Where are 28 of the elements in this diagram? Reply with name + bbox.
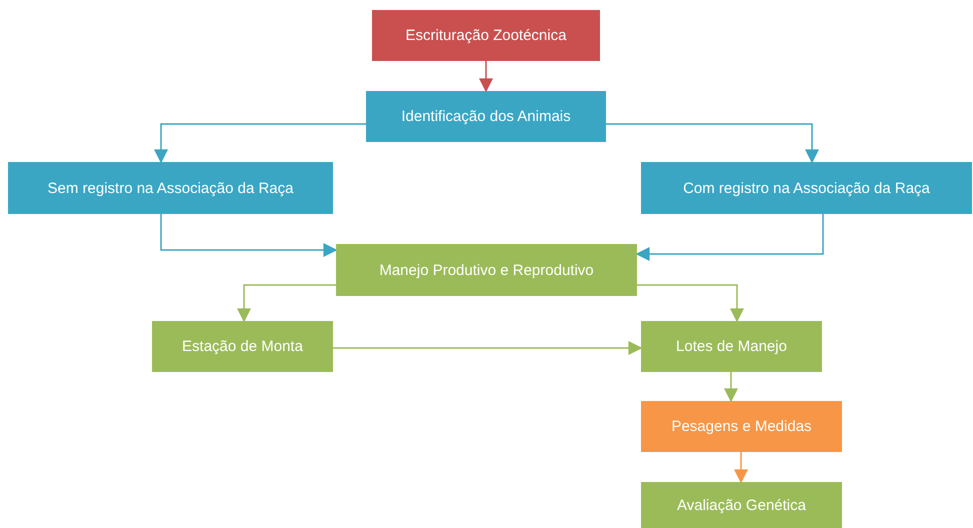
box-label: Identificação dos Animais bbox=[401, 108, 571, 125]
box-label: Manejo Produtivo e Reprodutivo bbox=[379, 262, 594, 278]
arrow bbox=[237, 284, 336, 322]
process-box bbox=[152, 321, 333, 372]
process-box bbox=[641, 162, 972, 214]
arrow bbox=[636, 214, 824, 261]
arrow bbox=[606, 123, 819, 164]
box-label: Avaliação Genética bbox=[677, 496, 806, 514]
arrow bbox=[333, 341, 642, 355]
box-label: Pesagens e Medidas bbox=[671, 418, 812, 435]
process-box bbox=[641, 482, 842, 528]
process-box bbox=[8, 162, 333, 214]
arrow bbox=[734, 452, 748, 484]
arrow bbox=[154, 123, 366, 164]
box-label: Lotes de Manejo bbox=[676, 338, 787, 355]
process-box bbox=[641, 401, 842, 452]
box-label: Escrituração Zootécnica bbox=[406, 27, 566, 44]
box-label: Estação de Monta bbox=[182, 338, 303, 355]
process-box bbox=[336, 244, 637, 296]
box-label: Sem registro na Associação da Raça bbox=[48, 180, 294, 196]
arrow bbox=[479, 61, 493, 92]
process-box bbox=[641, 321, 822, 372]
arrow bbox=[160, 214, 338, 257]
box-label: Com registro na Associação da Raça bbox=[683, 180, 930, 196]
process-box bbox=[366, 91, 606, 142]
arrow bbox=[724, 372, 738, 402]
process-box bbox=[372, 10, 600, 61]
arrow bbox=[637, 284, 744, 322]
